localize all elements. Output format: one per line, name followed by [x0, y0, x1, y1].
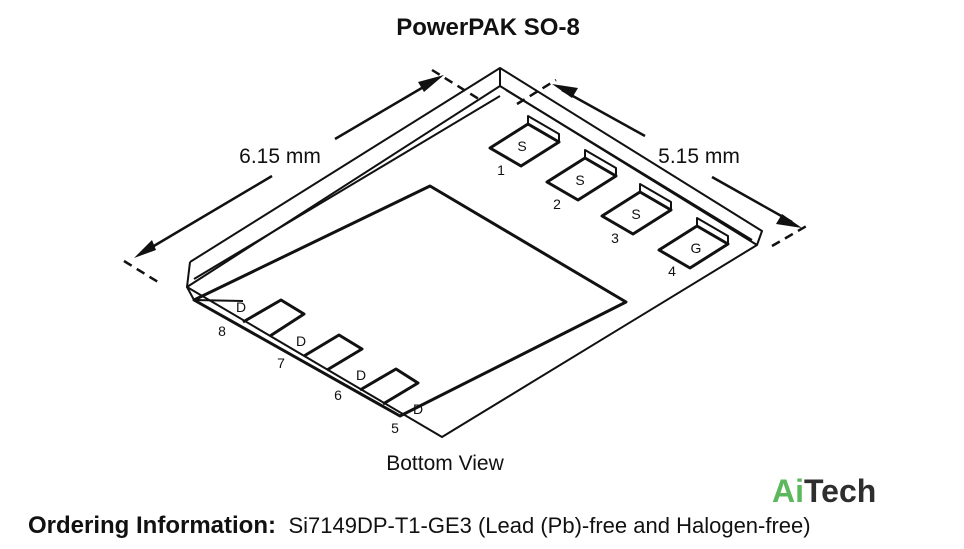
pin-1-label: S: [517, 138, 526, 154]
pin-7-label: D: [296, 333, 306, 349]
package-ledge: [186, 286, 195, 301]
pin-6-label: D: [356, 367, 366, 383]
arrowhead-length-lower: [134, 240, 156, 258]
pin-row-bottom: [242, 298, 420, 406]
pin-7-number: 7: [277, 355, 285, 371]
package-rim-corner: [186, 261, 191, 288]
pin-6-number: 6: [334, 387, 342, 403]
extension-line-width-lower: [771, 222, 811, 248]
pin-3-number: 3: [611, 230, 619, 246]
pin-3-label: S: [631, 206, 640, 222]
pin-2-step: [584, 149, 617, 176]
exposed-drain-pad: [192, 184, 628, 418]
arrowhead-width-lower: [776, 214, 802, 228]
pin-6-pad: [359, 367, 420, 406]
package-body: [186, 67, 763, 438]
extension-line-width-upper: [516, 78, 557, 106]
pin-1-step: [527, 115, 560, 142]
dimension-length: [123, 68, 483, 284]
extension-line-length-upper: [431, 68, 483, 103]
pin-8-label: D: [236, 299, 246, 315]
ordering-information: Ordering Information: Si7149DP-T1-GE3 (L…: [28, 512, 811, 539]
brand-part-ai: Ai: [772, 473, 804, 509]
package-rim-left: [189, 67, 501, 263]
pin-7-pad: [303, 333, 364, 372]
package-rim-inner-left: [193, 95, 501, 280]
pin-4-label: G: [691, 240, 702, 256]
package-rim-right: [499, 67, 763, 246]
pin-2-number: 2: [553, 196, 561, 212]
view-label: Bottom View: [386, 452, 504, 475]
dimension-line-length-b: [334, 80, 433, 141]
package-rim-inner-right: [505, 89, 753, 241]
ordering-value: Si7149DP-T1-GE3 (Lead (Pb)-free and Halo…: [288, 513, 810, 538]
dimension-line-width-a: [561, 88, 646, 138]
dimension-line-length-a: [141, 174, 273, 255]
pin-5-label: D: [413, 401, 423, 417]
pin-5-number: 5: [391, 420, 399, 436]
brand-part-tech: Tech: [804, 473, 876, 509]
pin-3-step: [639, 183, 672, 210]
arrowhead-width-upper: [552, 84, 578, 98]
extension-line-length-lower: [123, 259, 159, 284]
arrowhead-length-upper: [418, 75, 444, 92]
dimension-width: [516, 78, 811, 248]
diagram-title: PowerPAK SO-8: [396, 14, 580, 41]
pin-2-label: S: [575, 172, 584, 188]
width-label: 5.15 mm: [658, 145, 740, 168]
pin-4-number: 4: [668, 263, 676, 279]
pin-8-pad: [242, 298, 306, 338]
ordering-label: Ordering Information:: [28, 512, 276, 539]
pin-8-number: 8: [218, 323, 226, 339]
brand-logo: AiTech: [772, 473, 876, 509]
pin-4-step: [696, 217, 729, 244]
dimension-line-width-b: [711, 175, 793, 224]
length-label: 6.15 mm: [239, 145, 321, 168]
package-ledge-bottom: [193, 299, 244, 302]
pin-row-top: [488, 115, 730, 270]
pin-1-number: 1: [497, 162, 505, 178]
